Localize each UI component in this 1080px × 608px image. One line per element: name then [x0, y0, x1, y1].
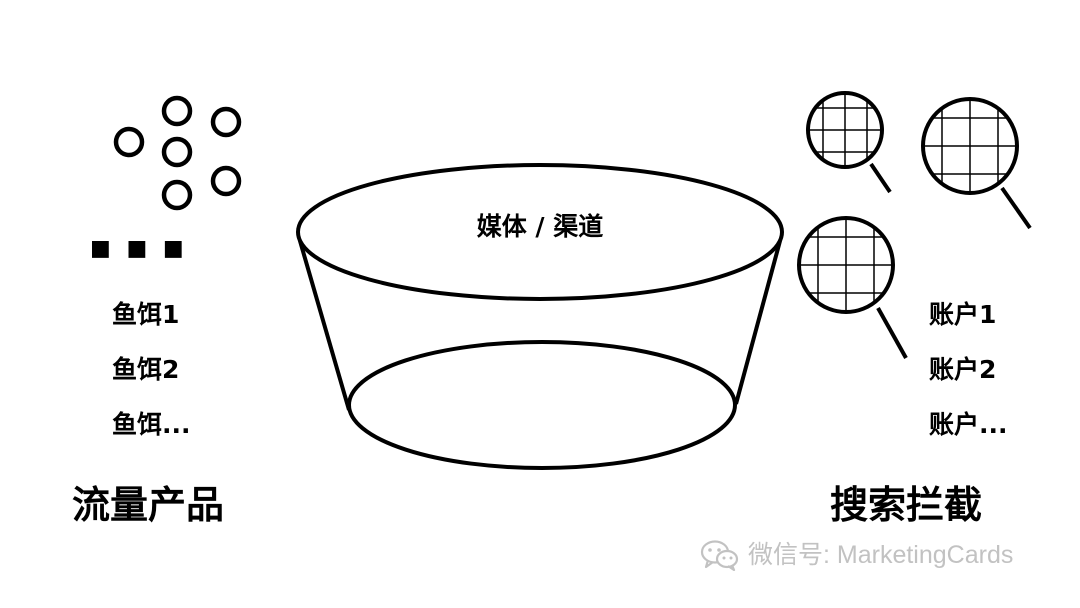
bowl-label: 媒体 / 渠道	[476, 212, 604, 241]
ring-icon	[113, 126, 145, 158]
account-item-more: 账户...	[929, 410, 1008, 439]
ring-icon	[161, 95, 193, 127]
bait-item-1: 鱼饵1	[112, 300, 180, 329]
bowl-top-ellipse	[296, 163, 784, 301]
magnifier-grid-icon	[806, 91, 892, 194]
watermark: 微信号: MarketingCards	[700, 539, 1013, 571]
wechat-icon	[700, 540, 739, 571]
search-intercept-title: 搜索拦截	[830, 483, 983, 527]
traffic-products-title: 流量产品	[72, 483, 225, 527]
bowl-bottom-ellipse	[347, 340, 737, 470]
account-item-1: 账户1	[929, 300, 997, 329]
watermark-text: 微信号: MarketingCards	[748, 540, 1014, 569]
magnifier-grid-icon	[921, 97, 1032, 230]
account-item-2: 账户2	[929, 355, 997, 384]
bowl-left-side	[298, 240, 351, 411]
ellipsis-dots: ■ ■ ■	[90, 236, 188, 261]
bait-item-2: 鱼饵2	[112, 355, 180, 384]
bowl-shape	[296, 163, 784, 470]
bait-item-more: 鱼饵...	[112, 410, 191, 439]
bowl-right-side	[734, 240, 782, 405]
ring-icon	[161, 136, 193, 168]
ring-icon	[161, 179, 193, 211]
ring-icon	[210, 106, 242, 138]
magnifier-grid-icon	[797, 216, 908, 359]
ring-icon	[210, 165, 242, 197]
bait-rings	[113, 95, 242, 211]
